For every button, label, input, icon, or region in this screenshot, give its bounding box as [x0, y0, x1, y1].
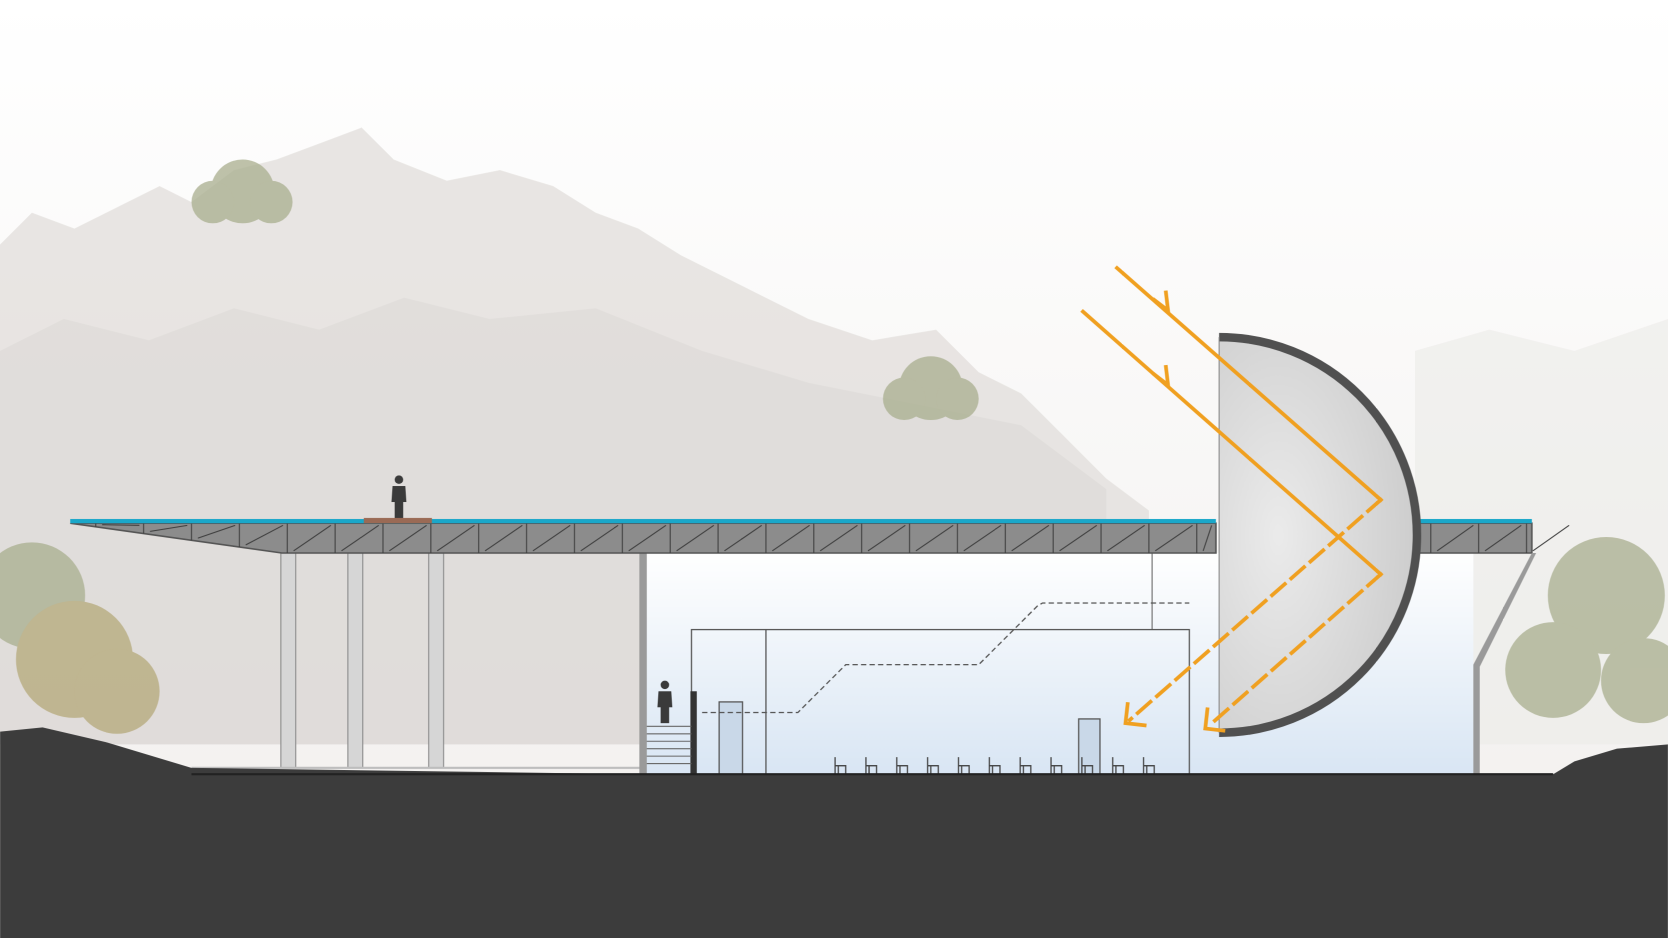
trees [0, 159, 1668, 734]
chair-icon [957, 757, 970, 775]
person-icon [657, 680, 673, 724]
truss-diagonal [1532, 524, 1570, 552]
tree-icon [0, 542, 160, 734]
entry-steps [646, 725, 692, 765]
column [428, 552, 445, 769]
truss-diagonal [1484, 524, 1522, 552]
chair-icon [1081, 757, 1094, 775]
truss-diagonal [724, 524, 762, 552]
chairs [834, 757, 1155, 775]
chair-icon [926, 757, 939, 775]
truss-diagonal [293, 524, 332, 552]
incoming-ray [1080, 308, 1384, 577]
truss-diagonal [963, 524, 1002, 552]
arrowhead-icon [1203, 707, 1226, 733]
truss-diagonal [341, 524, 380, 552]
truss-diagonal [628, 524, 667, 552]
truss-diagonal [867, 524, 906, 552]
arrow-chevron-icon [1151, 364, 1171, 390]
arrow-chevron-icon [1151, 290, 1171, 315]
reflected-ray [1206, 571, 1384, 728]
hemispherical-dome [1218, 332, 1422, 737]
person-icon [391, 475, 407, 519]
truss-diagonal [102, 524, 140, 526]
roof-membrane [70, 518, 1216, 524]
wall-element [690, 691, 697, 775]
column [347, 552, 364, 769]
truss-diagonal [1107, 524, 1145, 552]
ground [0, 727, 1668, 938]
truss-diagonal [676, 524, 715, 552]
chair-icon [896, 757, 909, 775]
chair-icon [1050, 757, 1063, 775]
chair-icon [834, 757, 847, 775]
truss-diagonal [532, 524, 571, 552]
truss-diagonal [389, 524, 427, 552]
chair-icon [1142, 757, 1155, 775]
columns [280, 552, 445, 769]
truss-diagonal [484, 524, 523, 552]
truss-diagonal [1436, 524, 1474, 552]
truss-diagonal [197, 524, 236, 539]
stair-outline [702, 602, 1190, 714]
reflected-ray [1127, 497, 1384, 723]
truss-diagonal [1154, 524, 1193, 552]
chair-icon [865, 757, 878, 775]
truss-diagonal [149, 524, 188, 532]
truss-diagonal [1059, 524, 1098, 552]
truss-diagonal [1011, 524, 1050, 552]
column [280, 552, 297, 769]
chair-icon [988, 757, 1001, 775]
arrowhead-icon [1123, 701, 1147, 728]
truss-diagonal [915, 524, 954, 552]
roof-membrane [1418, 518, 1532, 524]
truss-diagonal [819, 524, 858, 552]
truss-diagonal [772, 524, 810, 552]
truss-diagonal [580, 524, 619, 552]
chair-icon [1112, 757, 1124, 775]
tree-icon [1505, 537, 1668, 724]
chair-icon [1019, 757, 1032, 775]
truss-diagonal [1202, 525, 1213, 552]
light-rays [1080, 265, 1384, 733]
truss-diagonal [245, 524, 284, 546]
tree-icon [191, 159, 293, 224]
roof-structure [70, 517, 1570, 554]
tree-icon [882, 356, 979, 421]
truss-diagonal [436, 524, 475, 552]
left-wall [639, 553, 647, 775]
slanted-wall [1473, 553, 1537, 775]
